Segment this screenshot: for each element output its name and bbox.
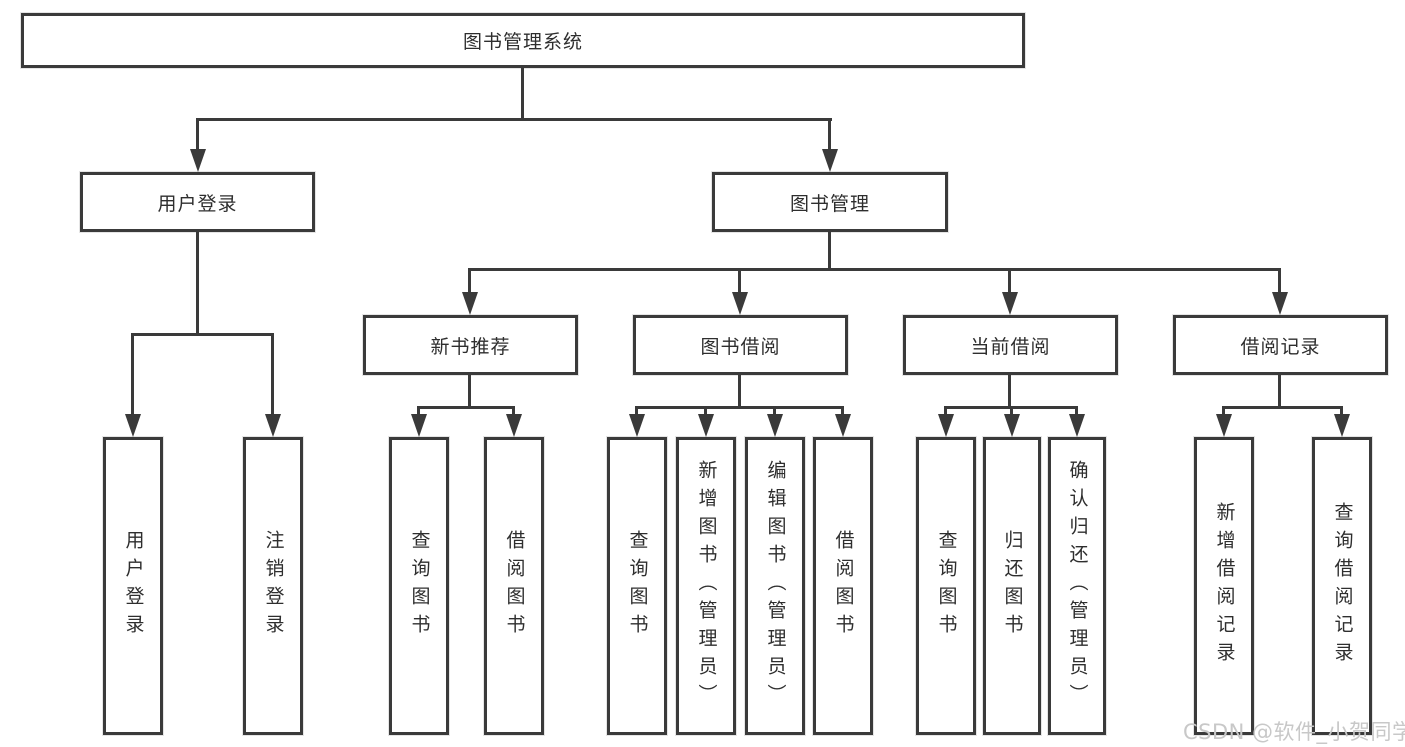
connector-line — [1008, 375, 1011, 409]
connector-line — [1010, 406, 1013, 416]
arrowhead-down-icon — [938, 414, 954, 437]
connector-line — [828, 118, 831, 151]
connector-line — [271, 333, 274, 415]
node-new-book-recommend: 新书推荐 — [363, 315, 578, 375]
connector-line — [1278, 375, 1281, 409]
leaf-label: 确认归还（管理员） — [1066, 460, 1089, 712]
node-book-management: 图书管理 — [712, 172, 948, 232]
leaf-query-books-current: 查询图书 — [916, 437, 976, 735]
connector-line — [828, 232, 831, 271]
connector-line — [512, 406, 515, 416]
arrowhead-down-icon — [1069, 414, 1085, 437]
connector-bar — [417, 406, 515, 409]
node-borrow-records: 借阅记录 — [1173, 315, 1388, 375]
node-new-book-recommend-label: 新书推荐 — [430, 335, 511, 358]
arrowhead-down-icon — [767, 414, 783, 437]
connector-bar — [635, 406, 844, 409]
connector-bar — [1222, 406, 1343, 409]
arrowhead-down-icon — [190, 149, 206, 172]
connector-bar — [196, 118, 832, 121]
node-book-management-label: 图书管理 — [789, 192, 870, 215]
leaf-add-book-admin: 新增图书（管理员） — [676, 437, 736, 735]
connector-line — [944, 406, 947, 416]
connector-bar — [468, 268, 1281, 271]
watermark: CSDN @软件_小贺同学 — [1183, 720, 1405, 744]
node-book-borrow-label: 图书借阅 — [700, 335, 781, 358]
leaf-query-books-recommend: 查询图书 — [389, 437, 449, 735]
node-current-borrow-label: 当前借阅 — [970, 335, 1051, 358]
leaf-query-books-borrow: 查询图书 — [607, 437, 667, 735]
connector-line — [738, 375, 741, 409]
leaf-label: 借阅图书 — [832, 530, 855, 642]
arrowhead-down-icon — [125, 414, 141, 437]
connector-line — [468, 375, 471, 409]
connector-bar — [131, 333, 274, 336]
arrowhead-down-icon — [732, 292, 748, 315]
node-root-label: 图书管理系统 — [462, 31, 583, 53]
arrowhead-down-icon — [698, 414, 714, 437]
node-borrow-records-label: 借阅记录 — [1240, 335, 1321, 358]
leaf-confirm-return-admin: 确认归还（管理员） — [1048, 437, 1106, 735]
leaf-borrow-books: 借阅图书 — [813, 437, 873, 735]
leaf-borrow-books-recommend: 借阅图书 — [484, 437, 544, 735]
connector-line — [1222, 406, 1225, 416]
arrowhead-down-icon — [506, 414, 522, 437]
connector-line — [131, 333, 134, 415]
leaf-label: 查询图书 — [408, 530, 431, 642]
leaf-edit-book-admin: 编辑图书（管理员） — [745, 437, 805, 735]
node-user-login: 用户登录 — [80, 172, 315, 232]
connector-line — [1008, 268, 1011, 294]
connector-line — [196, 118, 199, 151]
connector-line — [704, 406, 707, 416]
arrowhead-down-icon — [265, 414, 281, 437]
arrowhead-down-icon — [462, 292, 478, 315]
leaf-label: 查询图书 — [626, 530, 649, 642]
leaf-label: 借阅图书 — [503, 530, 526, 642]
leaf-label: 编辑图书（管理员） — [764, 460, 787, 712]
leaf-query-borrow-record: 查询借阅记录 — [1312, 437, 1372, 735]
arrowhead-down-icon — [1272, 292, 1288, 315]
connector-line — [773, 406, 776, 416]
leaf-user-login: 用户登录 — [103, 437, 163, 735]
arrowhead-down-icon — [411, 414, 427, 437]
leaf-label: 查询图书 — [935, 530, 958, 642]
node-root: 图书管理系统 — [21, 13, 1025, 68]
connector-line — [196, 232, 199, 336]
arrowhead-down-icon — [822, 149, 838, 172]
connector-line — [841, 406, 844, 416]
connector-line — [1278, 268, 1281, 294]
arrowhead-down-icon — [1002, 292, 1018, 315]
leaf-logout: 注销登录 — [243, 437, 303, 735]
connector-line — [1075, 406, 1078, 416]
node-user-login-label: 用户登录 — [157, 192, 238, 215]
leaf-return-book: 归还图书 — [983, 437, 1041, 735]
connector-line — [635, 406, 638, 416]
leaf-label: 查询借阅记录 — [1331, 502, 1354, 670]
arrowhead-down-icon — [1334, 414, 1350, 437]
leaf-label: 新增图书（管理员） — [695, 460, 718, 712]
connector-line — [738, 268, 741, 294]
arrowhead-down-icon — [1004, 414, 1020, 437]
leaf-label: 用户登录 — [122, 530, 145, 642]
connector-line — [417, 406, 420, 416]
leaf-label: 新增借阅记录 — [1213, 502, 1236, 670]
leaf-label: 归还图书 — [1001, 530, 1024, 642]
connector-line — [1340, 406, 1343, 416]
node-current-borrow: 当前借阅 — [903, 315, 1118, 375]
arrowhead-down-icon — [629, 414, 645, 437]
arrowhead-down-icon — [835, 414, 851, 437]
arrowhead-down-icon — [1216, 414, 1232, 437]
connector-line — [468, 268, 471, 294]
connector-line — [521, 68, 524, 120]
leaf-add-borrow-record: 新增借阅记录 — [1194, 437, 1254, 735]
node-book-borrow: 图书借阅 — [633, 315, 848, 375]
leaf-label: 注销登录 — [262, 530, 285, 642]
